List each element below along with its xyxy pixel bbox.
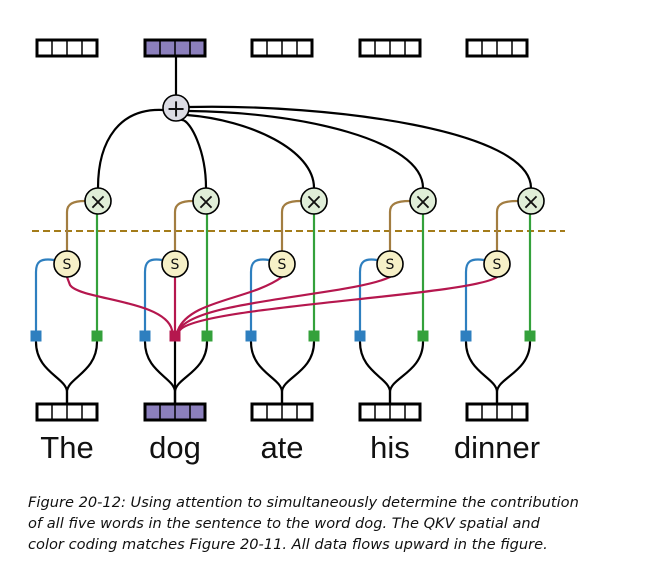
input-vector	[465, 402, 529, 422]
svg-text:S: S	[386, 257, 395, 273]
input-to-key-wire	[249, 340, 284, 405]
svg-text:×: ×	[414, 190, 432, 215]
word-label: dog	[149, 430, 201, 465]
input-to-key-wire	[464, 340, 499, 405]
value-port	[417, 330, 429, 342]
caption-line-3: color coding matches Figure 20-11. All d…	[28, 536, 548, 553]
softmax-circle-icon: S	[483, 250, 511, 278]
input-to-key-wire	[34, 340, 69, 405]
input-to-value-wire	[495, 340, 532, 405]
times-circle-icon: ×	[84, 187, 112, 215]
output-vector	[465, 38, 529, 58]
caption-line-2: of all five words in the sentence to the…	[28, 515, 540, 532]
input-vector	[250, 402, 314, 422]
query-to-softmax-wire	[65, 275, 174, 332]
times-circle-icon: ×	[300, 187, 328, 215]
svg-text:+: +	[166, 95, 186, 123]
output-vector	[35, 38, 99, 58]
svg-text:×: ×	[522, 190, 540, 215]
output-vector	[250, 38, 314, 58]
key-port	[460, 330, 472, 342]
value-port	[91, 330, 103, 342]
query-to-softmax-wire	[176, 275, 284, 332]
key-port	[245, 330, 257, 342]
output-vector	[358, 38, 422, 58]
query-to-softmax-wire	[178, 275, 499, 332]
word-label: dinner	[454, 430, 540, 465]
svg-text:S: S	[63, 257, 72, 273]
key-port	[139, 330, 151, 342]
softmax-to-multiply-wire	[65, 199, 87, 253]
multiply-to-sum-wire	[187, 105, 533, 190]
key-to-softmax-wire	[464, 258, 486, 332]
input-to-key-wire	[358, 340, 392, 405]
svg-text:×: ×	[89, 190, 107, 215]
softmax-circle-icon: S	[376, 250, 404, 278]
figure-caption: Figure 20-12: Using attention to simulta…	[28, 492, 658, 555]
softmax-to-multiply-wire	[280, 199, 303, 253]
svg-text:S: S	[278, 257, 287, 273]
input-to-value-wire	[388, 340, 425, 405]
value-port	[201, 330, 213, 342]
word-label: The	[40, 430, 93, 465]
input-vector	[143, 402, 207, 422]
input-vector	[358, 402, 422, 422]
times-circle-icon: ×	[517, 187, 545, 215]
svg-text:S: S	[171, 257, 180, 273]
multiply-to-sum-wire	[180, 118, 208, 190]
input-to-value-wire	[280, 340, 316, 405]
input-to-key-wire	[143, 340, 177, 405]
softmax-circle-icon: S	[161, 250, 189, 278]
key-to-softmax-wire	[249, 258, 271, 332]
softmax-to-multiply-wire	[495, 199, 520, 253]
svg-text:S: S	[493, 257, 502, 273]
word-label: his	[370, 430, 410, 465]
multiply-to-sum-wire	[187, 109, 425, 190]
multiply-to-sum-wire	[185, 113, 316, 190]
plus-circle-icon: +	[162, 94, 190, 123]
value-port	[524, 330, 536, 342]
input-to-value-wire	[65, 340, 99, 405]
times-circle-icon: ×	[192, 187, 220, 215]
softmax-circle-icon: S	[53, 250, 81, 278]
softmax-to-multiply-wire	[388, 199, 412, 253]
key-to-softmax-wire	[34, 258, 56, 332]
svg-text:×: ×	[305, 190, 323, 215]
multiply-to-sum-wire	[96, 108, 165, 190]
value-port	[308, 330, 320, 342]
times-circle-icon: ×	[409, 187, 437, 215]
key-port	[354, 330, 366, 342]
input-to-value-wire	[173, 340, 209, 405]
key-to-softmax-wire	[143, 258, 164, 332]
query-port	[169, 330, 181, 342]
softmax-to-multiply-wire	[173, 199, 195, 253]
key-port	[30, 330, 42, 342]
word-label: ate	[260, 430, 303, 465]
input-vector	[35, 402, 99, 422]
output-vector	[143, 38, 207, 58]
softmax-circle-icon: S	[268, 250, 296, 278]
key-to-softmax-wire	[358, 258, 379, 332]
svg-text:×: ×	[197, 190, 215, 215]
query-to-softmax-wire	[177, 275, 392, 332]
caption-line-1: Figure 20-12: Using attention to simulta…	[28, 494, 579, 511]
